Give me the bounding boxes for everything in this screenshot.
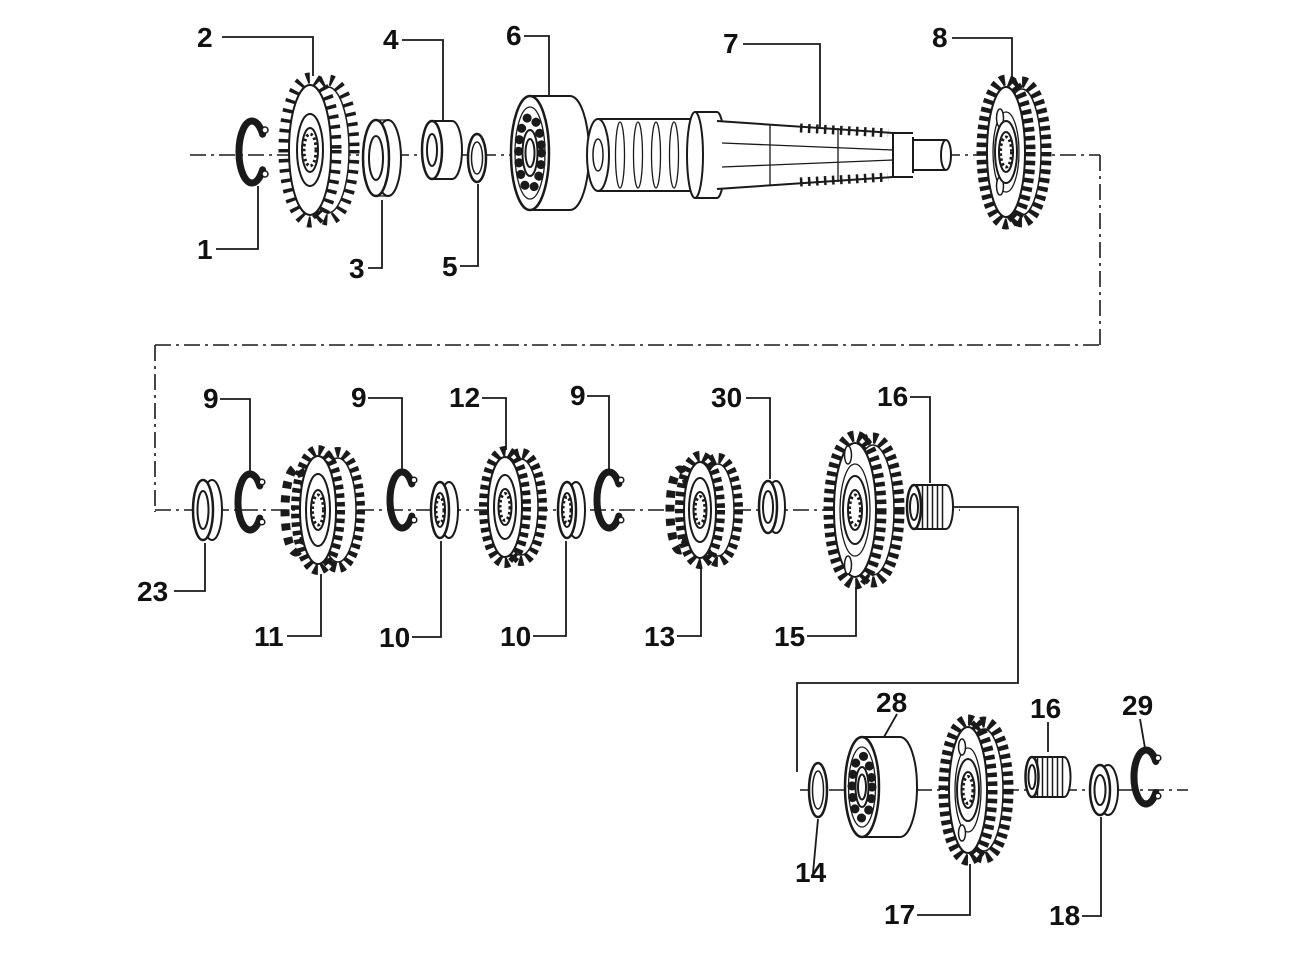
leader-8 [952,37,1013,81]
part-9-circlip-middle [386,468,418,532]
leader-28 [883,713,898,738]
leader-15 [807,587,857,637]
callout-labels: 2 4 6 7 8 1 3 5 9 9 12 9 30 16 23 11 10 … [137,20,1153,931]
leader-9-left [220,398,251,473]
callout-label-2: 2 [197,22,213,53]
callout-label-3: 3 [349,253,365,284]
leader-14 [812,818,819,874]
upper-shaft-assembly [235,72,1052,230]
part-23-ring [191,478,223,542]
part-1-circlip [235,117,269,187]
callout-label-13: 13 [644,621,675,652]
leader-13 [677,566,702,637]
callout-label-1: 1 [197,234,213,265]
leader-lines [174,35,1146,917]
leader-2 [222,36,314,76]
callout-label-5: 5 [442,251,458,282]
callout-label-9-left: 9 [203,383,219,414]
callout-label-23: 23 [137,576,168,607]
leader-1 [216,186,259,250]
callout-label-16-low: 16 [1030,693,1061,724]
leader-4 [402,39,444,120]
callout-label-28: 28 [876,687,907,718]
part-12-gear [479,446,547,568]
leader-23 [174,543,206,592]
leader-18 [1082,817,1102,917]
callout-label-7: 7 [723,28,739,59]
part-8-gear [976,74,1052,230]
leader-5 [460,184,479,267]
part-3-washer [361,118,402,198]
part-5-ring [466,132,488,184]
leader-7 [743,43,821,127]
callout-label-18: 18 [1049,900,1080,931]
part-9-circlip-right [593,468,625,532]
part-17-gear [938,714,1014,866]
part-29-circlip [1130,746,1162,808]
leader-10-left [412,541,442,638]
part-13-sliding-gear [665,451,743,569]
leader-30 [746,397,771,479]
callout-label-14: 14 [795,857,827,888]
part-11-sliding-gear [280,445,365,575]
callout-label-10-right: 10 [500,621,531,652]
callout-label-9-right: 9 [570,380,586,411]
callout-label-17: 17 [884,899,915,930]
part-16-needle-bearing-lower [1024,755,1072,799]
part-7-input-shaft [586,111,952,199]
part-15-gear [823,430,905,590]
callout-label-8: 8 [932,22,948,53]
callout-label-4: 4 [383,24,399,55]
callout-label-12: 12 [449,382,480,413]
leader-11 [287,574,322,637]
part-28-ball-bearing [843,735,918,839]
part-9-circlip-left [234,470,266,534]
leader-6 [524,35,550,95]
middle-shaft-assembly [191,430,954,590]
callout-label-15: 15 [774,621,805,652]
leader-10-right [533,541,567,637]
part-4-spacer [420,119,463,181]
callout-label-10-left: 10 [379,622,410,653]
callout-label-16-mid: 16 [877,381,908,412]
part-14-ring [807,761,829,819]
callout-label-11: 11 [254,621,284,652]
leader-29 [1139,718,1146,749]
part-18-washer [1088,763,1119,817]
callout-label-30: 30 [711,382,742,413]
leader-9-right [587,395,610,471]
callout-label-9-middle: 9 [351,382,367,413]
leader-16-middle [910,396,931,483]
callout-label-29: 29 [1122,690,1153,721]
leader-12 [482,397,507,450]
part-10-splined-washer-right [556,480,586,540]
part-10-splined-washer-left [429,480,459,540]
part-2-sprocket [278,72,360,228]
leader-9-middle [368,397,403,471]
leader-17 [917,864,971,916]
lower-shaft-assembly [807,714,1162,866]
leader-3 [368,200,383,269]
part-30-ring [757,479,786,535]
part-16-needle-bearing-middle [905,483,954,531]
callout-label-6: 6 [506,20,522,51]
assembly-connector-line [796,506,1019,772]
part-6-ball-bearing [509,94,590,212]
